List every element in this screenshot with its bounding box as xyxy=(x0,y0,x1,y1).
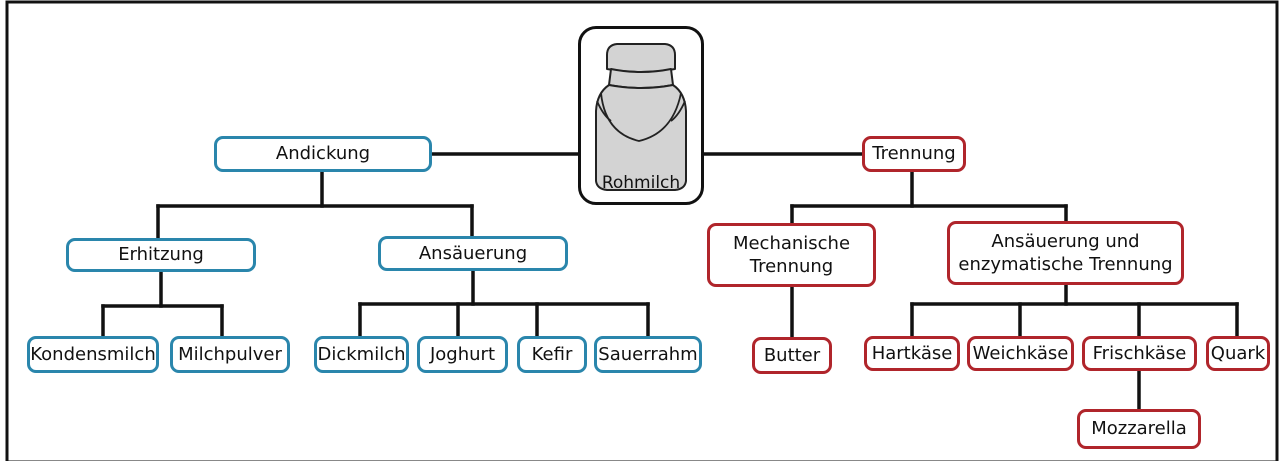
node-erhitzung: Erhitzung xyxy=(66,238,256,272)
node-andickung: Andickung xyxy=(214,136,432,172)
root-node: Rohmilch xyxy=(578,26,704,205)
outer-border xyxy=(5,0,1279,461)
milk-can-icon xyxy=(595,43,687,191)
node-mozzarella: Mozzarella xyxy=(1077,409,1201,449)
node-kondensmilch: Kondensmilch xyxy=(27,336,159,373)
node-hartkaese: Hartkäse xyxy=(864,336,960,371)
node-enzymatische-trennung: Ansäuerung und enzymatische Trennung xyxy=(947,221,1184,285)
enzymatisch-line2: enzymatische Trennung xyxy=(958,254,1173,275)
node-kefir: Kefir xyxy=(517,336,587,373)
node-frischkaese: Frischkäse xyxy=(1082,336,1197,371)
node-quark: Quark xyxy=(1206,336,1270,371)
node-milchpulver: Milchpulver xyxy=(170,336,290,373)
mechanische-line2: Trennung xyxy=(749,256,834,277)
root-label: Rohmilch xyxy=(601,173,681,193)
node-trennung: Trennung xyxy=(862,136,966,172)
node-ansaeuerung: Ansäuerung xyxy=(378,236,568,271)
node-weichkaese: Weichkäse xyxy=(967,336,1074,371)
node-mechanische-trennung: Mechanische Trennung xyxy=(707,223,876,287)
node-butter: Butter xyxy=(752,337,832,374)
enzymatisch-line1: Ansäuerung und xyxy=(991,230,1140,252)
node-sauerrahm: Sauerrahm xyxy=(594,336,702,373)
node-dickmilch: Dickmilch xyxy=(314,336,409,373)
mechanische-line1: Mechanische xyxy=(732,232,851,254)
node-joghurt: Joghurt xyxy=(417,336,508,373)
